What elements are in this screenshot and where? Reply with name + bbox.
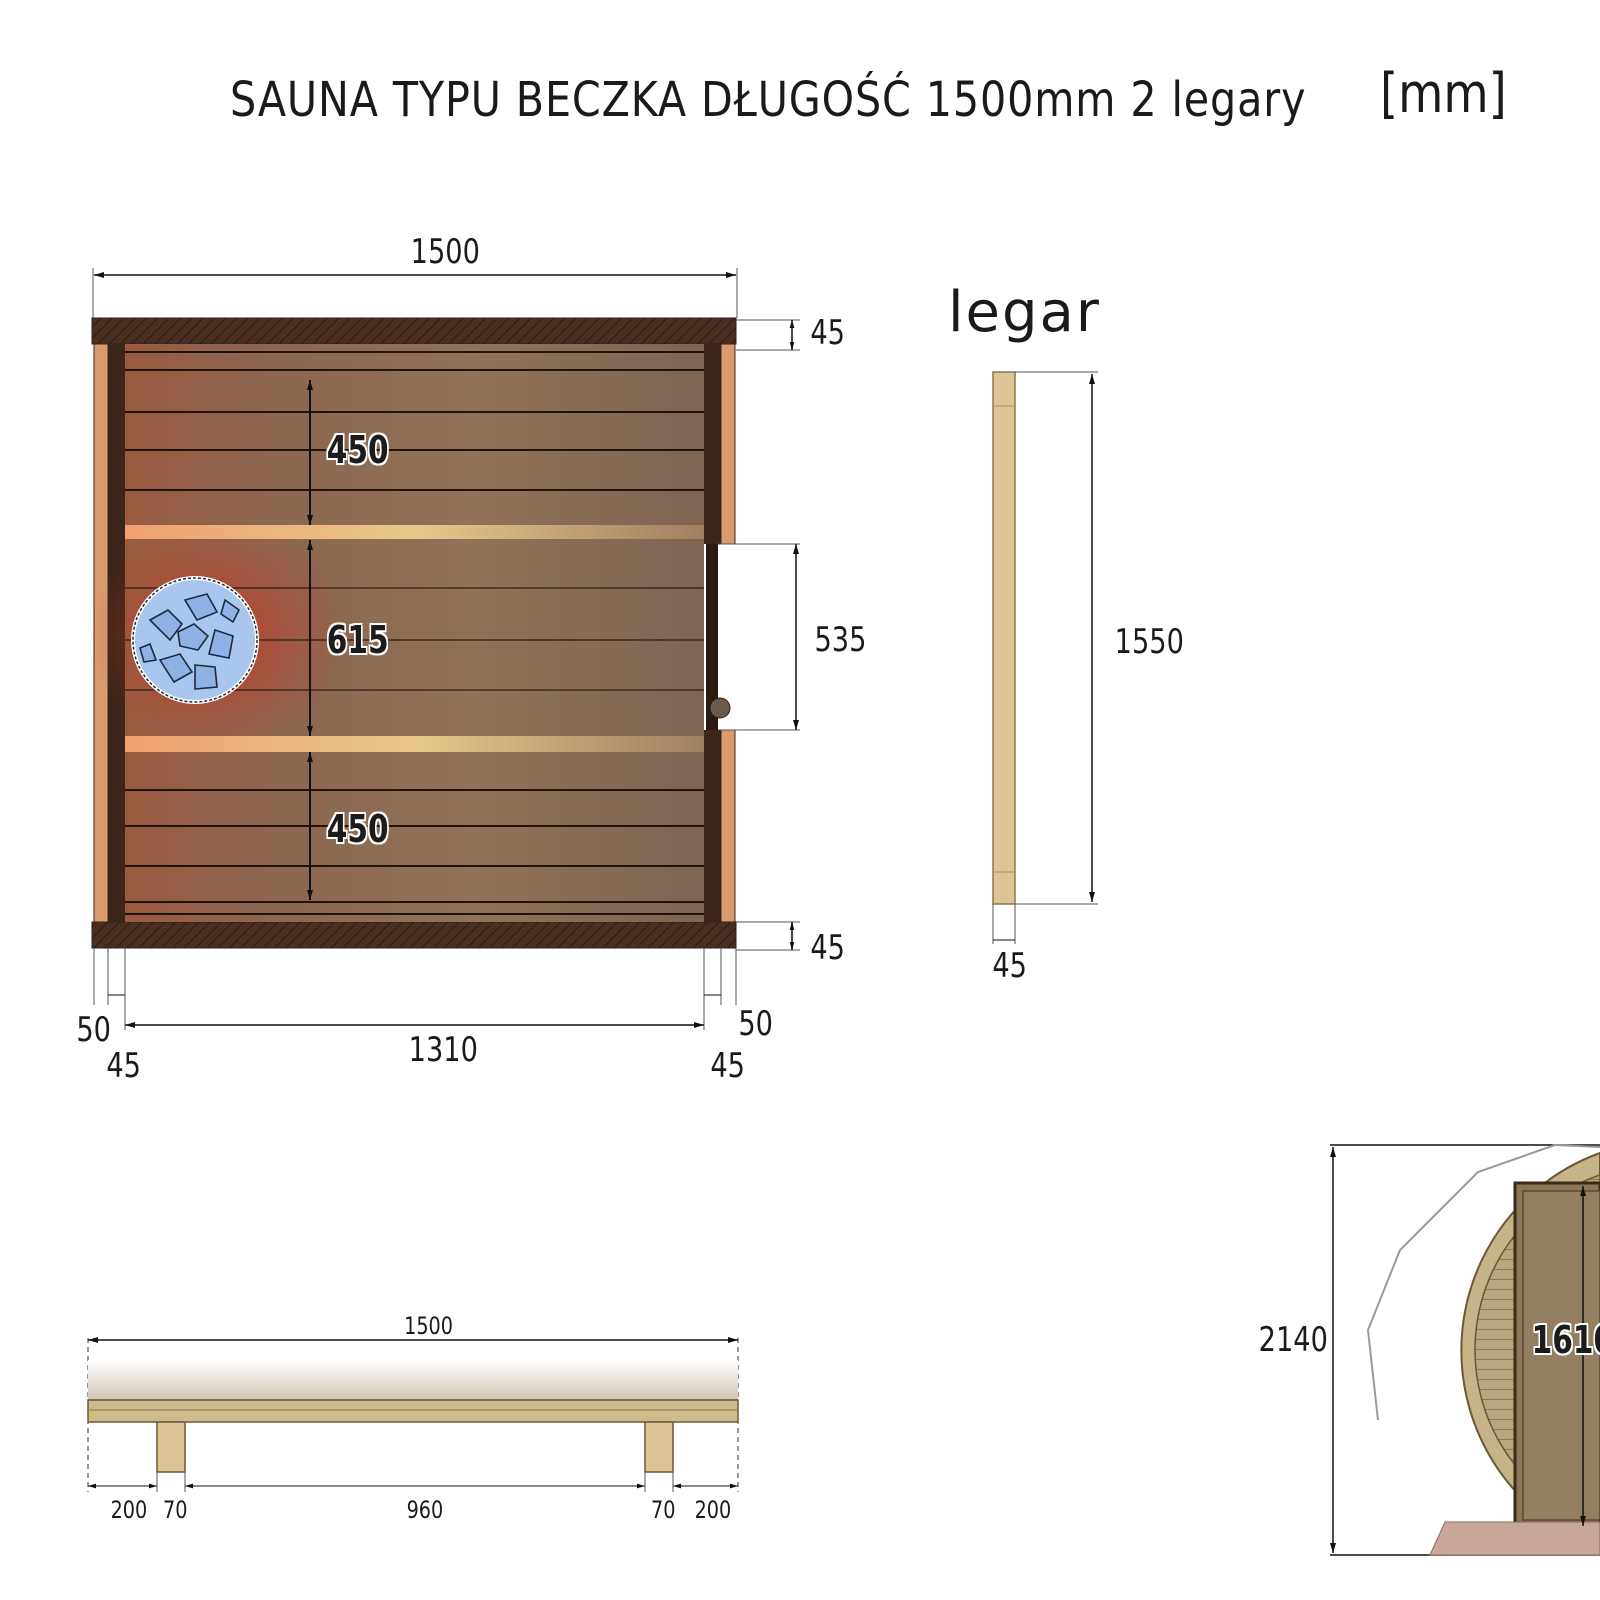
plan-view xyxy=(90,268,800,1030)
label-right-inner: 45 xyxy=(710,1046,745,1086)
bench-bottom xyxy=(125,789,704,915)
right-wall-inner-low xyxy=(704,730,721,922)
door-handle-icon xyxy=(709,697,731,719)
label-left-inner: 45 xyxy=(106,1046,141,1086)
side-legar-left xyxy=(156,1421,186,1473)
label-bottom-wall: 45 xyxy=(810,928,845,968)
bench-top xyxy=(125,351,704,491)
legar-title: legar xyxy=(948,280,1101,345)
right-wall-inner xyxy=(704,344,721,544)
label-right-overhang: 200 xyxy=(694,1496,732,1524)
label-between: 960 xyxy=(406,1496,444,1524)
side-legar-right xyxy=(644,1421,674,1473)
right-wall-outer-low xyxy=(720,729,736,923)
label-top-wall: 45 xyxy=(810,313,845,353)
label-floor-middle: 615 xyxy=(326,618,389,662)
side-floor-board xyxy=(87,1399,739,1423)
label-inner-width: 1310 xyxy=(408,1030,478,1070)
label-door-height: 1610 xyxy=(1531,1318,1600,1362)
label-left-overhang: 200 xyxy=(110,1496,148,1524)
label-legar-width: 45 xyxy=(992,946,1027,986)
legar-beam xyxy=(992,371,1016,905)
label-left-outer: 50 xyxy=(76,1010,111,1050)
bench-top-edge xyxy=(125,525,704,539)
label-bench-top: 450 xyxy=(326,428,389,472)
page-title: SAUNA TYPU BECZKA DŁUGOŚĆ 1500mm 2 legar… xyxy=(230,72,1307,128)
legar-view xyxy=(992,371,1098,944)
label-side-overall: 1500 xyxy=(404,1312,453,1340)
label-left-beam: 70 xyxy=(163,1496,188,1524)
label-right-beam: 70 xyxy=(651,1496,676,1524)
bench-bottom-edge xyxy=(125,736,704,752)
label-overall-width: 1500 xyxy=(410,232,480,272)
unit-label: [mm] xyxy=(1380,62,1507,125)
label-front-height: 2140 xyxy=(1258,1320,1328,1360)
door-jamb xyxy=(706,544,718,730)
front-view xyxy=(1330,1143,1600,1556)
stone-heater-icon xyxy=(131,576,259,704)
side-view xyxy=(87,1337,739,1492)
label-bench-bottom: 450 xyxy=(326,807,389,851)
top-wall xyxy=(91,317,737,345)
label-legar-length: 1550 xyxy=(1114,622,1184,662)
label-door-opening: 535 xyxy=(814,620,867,660)
label-right-outer: 50 xyxy=(738,1004,773,1044)
barrel-roof xyxy=(1366,1143,1600,1421)
barrel-base xyxy=(1429,1521,1600,1556)
side-floor-fade xyxy=(88,1360,738,1402)
right-wall-outer xyxy=(720,343,736,545)
bottom-wall xyxy=(91,921,737,949)
